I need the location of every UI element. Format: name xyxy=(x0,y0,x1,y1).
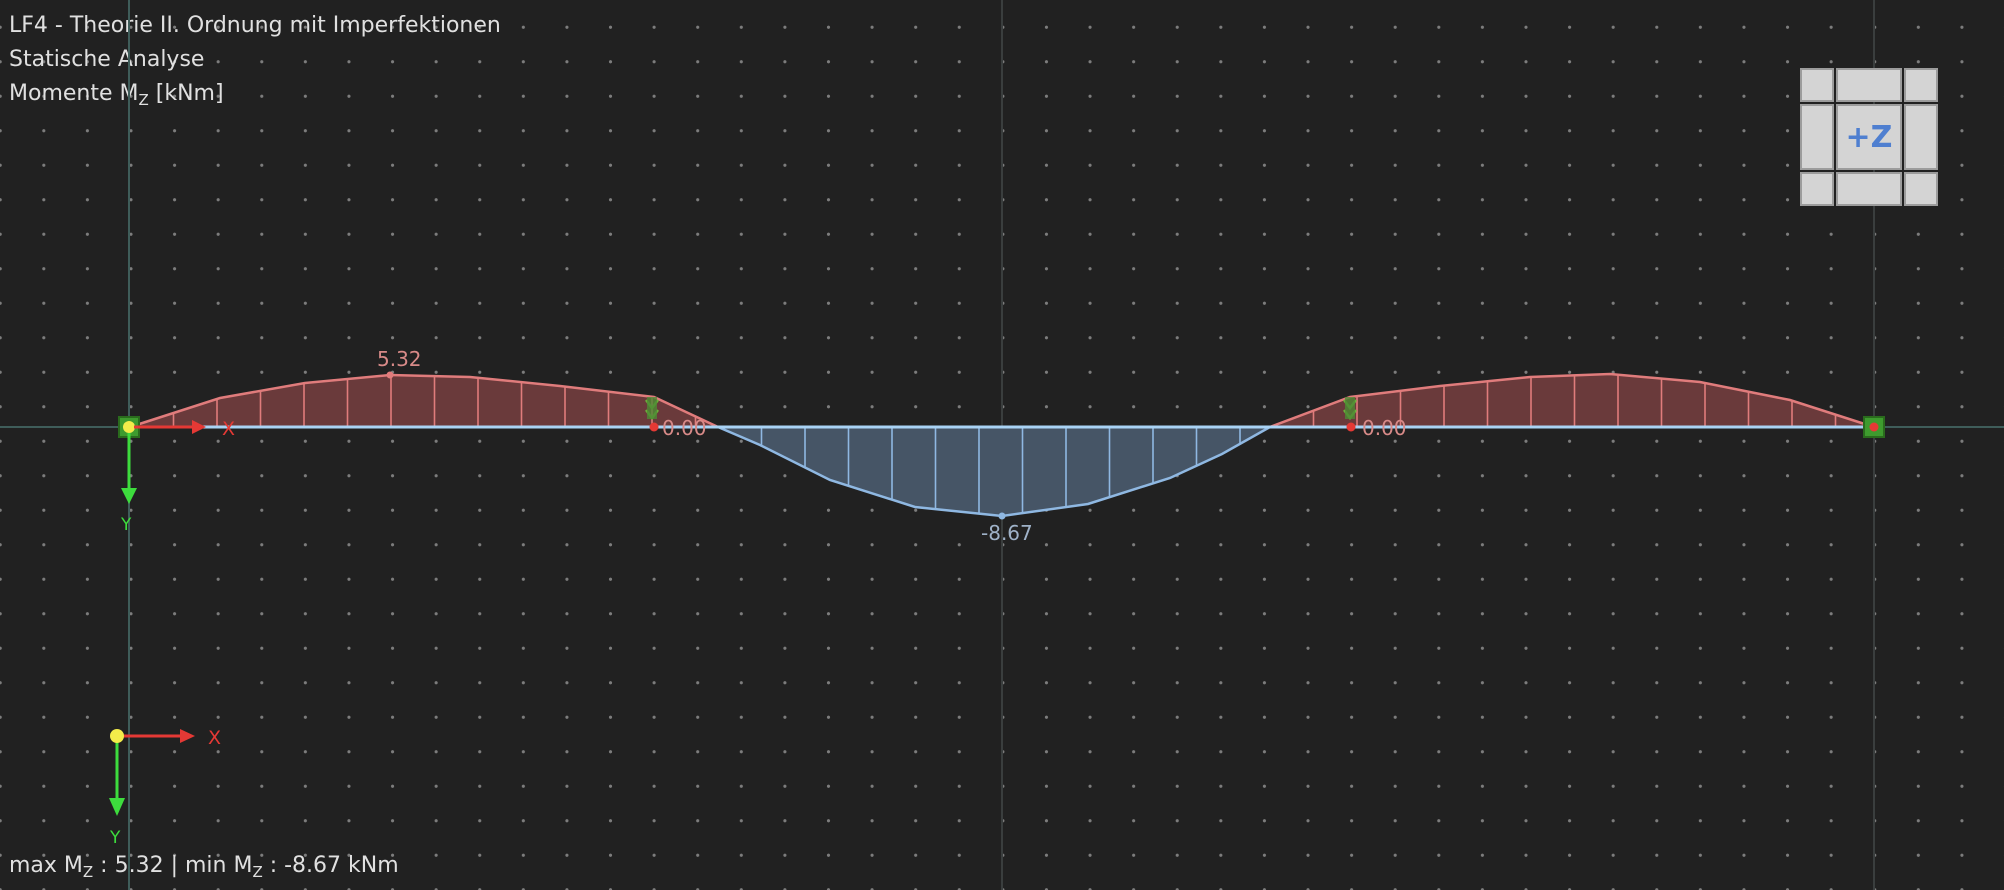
status-min-value: : -8.67 kNm xyxy=(262,853,399,878)
quantity-subscript: Z xyxy=(138,91,149,109)
status-max-value: : 5.32 | min M xyxy=(93,853,253,878)
negative-moment-area xyxy=(717,425,1275,518)
member-local-axes: X Y xyxy=(120,418,235,535)
global-axes-icon: X Y xyxy=(109,727,221,848)
max-point-marker xyxy=(386,371,394,379)
positive-moment-area-left xyxy=(129,373,719,429)
global-x-axis-label: X xyxy=(208,727,221,749)
result-quantity: Momente MZ [kNm] xyxy=(9,83,224,108)
cube-edge-bottom[interactable] xyxy=(1836,172,1902,206)
support-2-value-label: 0.00 xyxy=(1362,416,1407,440)
min-value-label: -8.67 xyxy=(981,521,1033,545)
support-1-value-label: 0.00 xyxy=(662,416,707,440)
status-max-prefix: max M xyxy=(9,853,83,878)
status-summary: max MZ : 5.32 | min MZ : -8.67 kNm xyxy=(9,853,399,881)
quantity-unit: [kNm] xyxy=(148,81,224,106)
global-origin-dot xyxy=(110,729,124,743)
min-point-marker xyxy=(998,512,1006,520)
cube-corner-bl[interactable] xyxy=(1800,172,1834,206)
support-inner-2[interactable] xyxy=(1343,397,1357,432)
cube-corner-tr[interactable] xyxy=(1904,68,1938,102)
support-right-node[interactable] xyxy=(1863,416,1885,438)
cube-edge-right[interactable] xyxy=(1904,104,1938,170)
cube-edge-left[interactable] xyxy=(1800,104,1834,170)
member-y-axis-label: Y xyxy=(120,515,132,535)
positive-moment-area-right xyxy=(1269,372,1875,429)
negative-hatch-lines xyxy=(760,427,1241,514)
view-cube[interactable]: +Z xyxy=(1800,68,1938,206)
load-case-title: LF4 - Theorie II. Ordnung mit Imperfekti… xyxy=(9,13,501,38)
cube-face-plus-z[interactable]: +Z xyxy=(1836,104,1902,170)
max-value-label: 5.32 xyxy=(377,347,422,371)
quantity-prefix: Momente M xyxy=(9,81,139,106)
status-min-subscript: Z xyxy=(252,863,263,881)
cube-corner-tl[interactable] xyxy=(1800,68,1834,102)
support-inner-1[interactable] xyxy=(645,397,659,432)
cube-corner-br[interactable] xyxy=(1904,172,1938,206)
status-max-subscript: Z xyxy=(82,863,94,881)
member-x-axis-label: X xyxy=(222,418,235,440)
cube-edge-top[interactable] xyxy=(1836,68,1902,102)
analysis-type: Statische Analyse xyxy=(9,47,205,72)
global-y-axis-label: Y xyxy=(109,828,121,848)
